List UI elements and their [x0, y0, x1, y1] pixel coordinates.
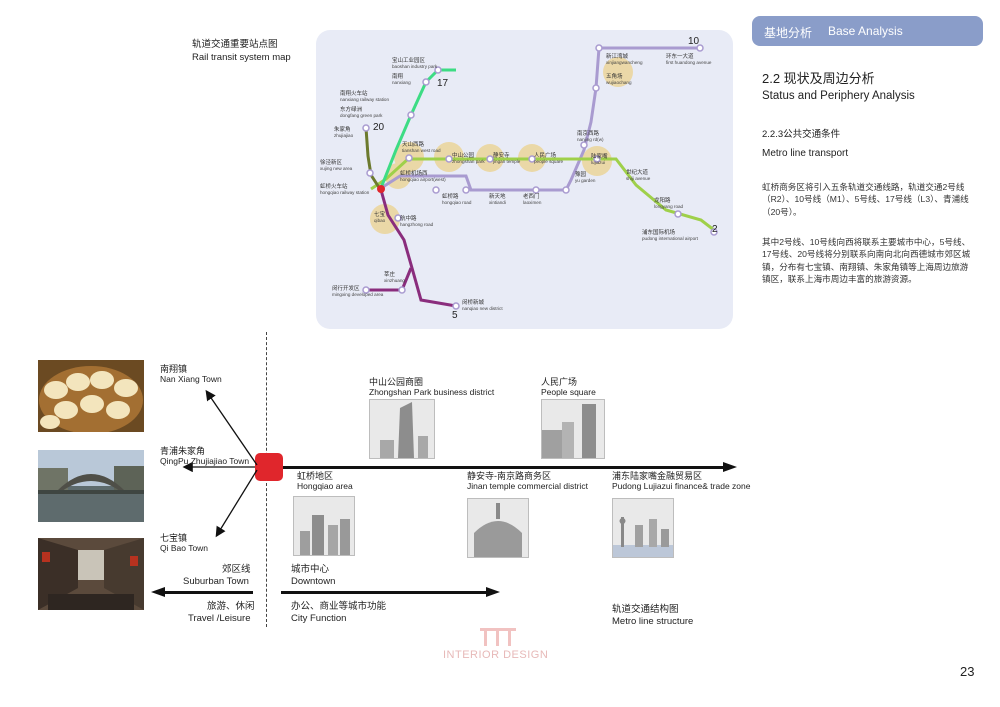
suburban-arrow-head — [151, 587, 165, 597]
line-5 — [379, 189, 457, 308]
page-number: 23 — [960, 664, 975, 679]
travel-label-en: Travel /Leisure — [188, 613, 251, 624]
pictogram-people-square — [541, 399, 605, 459]
district-zhongshan-en: Zhongshan Park business district — [369, 387, 495, 397]
map-title-zh: 轨道交通重要站点图 — [192, 39, 278, 50]
map-title-en: Rail transit system map — [192, 52, 291, 63]
hongqiao-hub-marker — [255, 453, 283, 481]
district-jingan-zh: 静安寺-南京路商务区 — [467, 471, 551, 481]
station-dots — [362, 44, 718, 310]
section-title-en: Status and Periphery Analysis — [762, 90, 915, 102]
paragraph-1: 虹桥商务区将引入五条轨道交通线路，轨道交通2号线（R2）、10号线（M1）、5号… — [762, 182, 969, 217]
downtown-label-en: Downtown — [291, 576, 336, 587]
downtown-arrow — [281, 591, 487, 594]
section-tag-en: Base Analysis — [828, 24, 903, 38]
suburban-label-zh: 郊区线 — [222, 564, 251, 575]
district-lujiazui-en: Pudong Lujiazui finance& trade zone — [612, 481, 751, 491]
city-function-label-zh: 办公、商业等城市功能 — [291, 601, 387, 612]
hongqiao-hub-dot — [377, 185, 385, 193]
watermark-logo — [478, 626, 518, 646]
pictogram-jingan — [467, 498, 529, 558]
town-zhujiajiao-zh: 青浦朱家角 — [160, 446, 206, 456]
metro-structure-label-zh: 轨道交通结构图 — [612, 604, 679, 615]
pictogram-zhongshan — [369, 399, 435, 459]
main-metro-arrow-head — [723, 462, 737, 472]
district-lujiazui-zh: 浦东陆家嘴金融贸易区 — [612, 471, 703, 481]
pictogram-lujiazui — [612, 498, 674, 558]
town-nanxiang-en: Nan Xiang Town — [160, 374, 222, 384]
town-zhujiajiao-en: QingPu Zhujiajiao Town — [160, 456, 250, 466]
watermark-text: INTERIOR DESIGN — [443, 649, 549, 661]
line-number-17: 17 — [437, 78, 449, 89]
section-tag-zh: 基地分析 — [764, 26, 813, 40]
town-qibao-en: Qi Bao Town — [160, 543, 209, 553]
section-tag: 基地分析 Base Analysis — [752, 16, 983, 46]
line-number-2: 2 — [712, 224, 718, 235]
town-arrows — [182, 389, 258, 538]
subsection-title-zh: 2.2.3公共交通条件 — [762, 129, 841, 140]
suburban-label-en: Suburban Town — [183, 576, 249, 587]
suburban-arrow — [164, 591, 253, 594]
line-number-10: 10 — [688, 36, 700, 47]
paragraph-2: 其中2号线、10号线向西将联系主要城市中心，5号线、17号线、20号线将分别联系… — [762, 237, 971, 285]
town-nanxiang-zh: 南翔镇 — [160, 364, 188, 374]
pictogram-hongqiao — [293, 496, 355, 556]
district-people-square-zh: 人民广场 — [541, 377, 578, 387]
district-hongqiao-en: Hongqiao area — [297, 481, 353, 491]
photo-zhujiajiao-bridge — [38, 450, 144, 522]
main-metro-arrow — [283, 466, 725, 469]
subsection-title-en: Metro line transport — [762, 148, 849, 159]
district-hongqiao-zh: 虹桥地区 — [297, 471, 334, 481]
city-function-label-en: City Function — [291, 613, 347, 624]
district-jingan-en: Jinan temple commercial district — [467, 481, 588, 491]
downtown-arrow-head — [486, 587, 500, 597]
town-qibao-zh: 七宝镇 — [160, 533, 188, 543]
downtown-label-zh: 城市中心 — [291, 564, 330, 575]
photo-dumplings — [38, 360, 144, 432]
photo-qibao-street — [38, 538, 144, 610]
travel-label-zh: 旅游、休闲 — [207, 601, 255, 612]
section-number-title: 2.2 现状及周边分析 — [762, 71, 875, 86]
rail-transit-map-svg — [362, 44, 718, 310]
metro-structure-label-en: Metro line structure — [612, 616, 694, 627]
line-number-5: 5 — [452, 310, 458, 321]
line-number-20: 20 — [373, 122, 385, 133]
district-zhongshan-zh: 中山公园商圈 — [369, 377, 424, 387]
line-20 — [364, 127, 382, 190]
district-people-square-en: People square — [541, 387, 596, 397]
